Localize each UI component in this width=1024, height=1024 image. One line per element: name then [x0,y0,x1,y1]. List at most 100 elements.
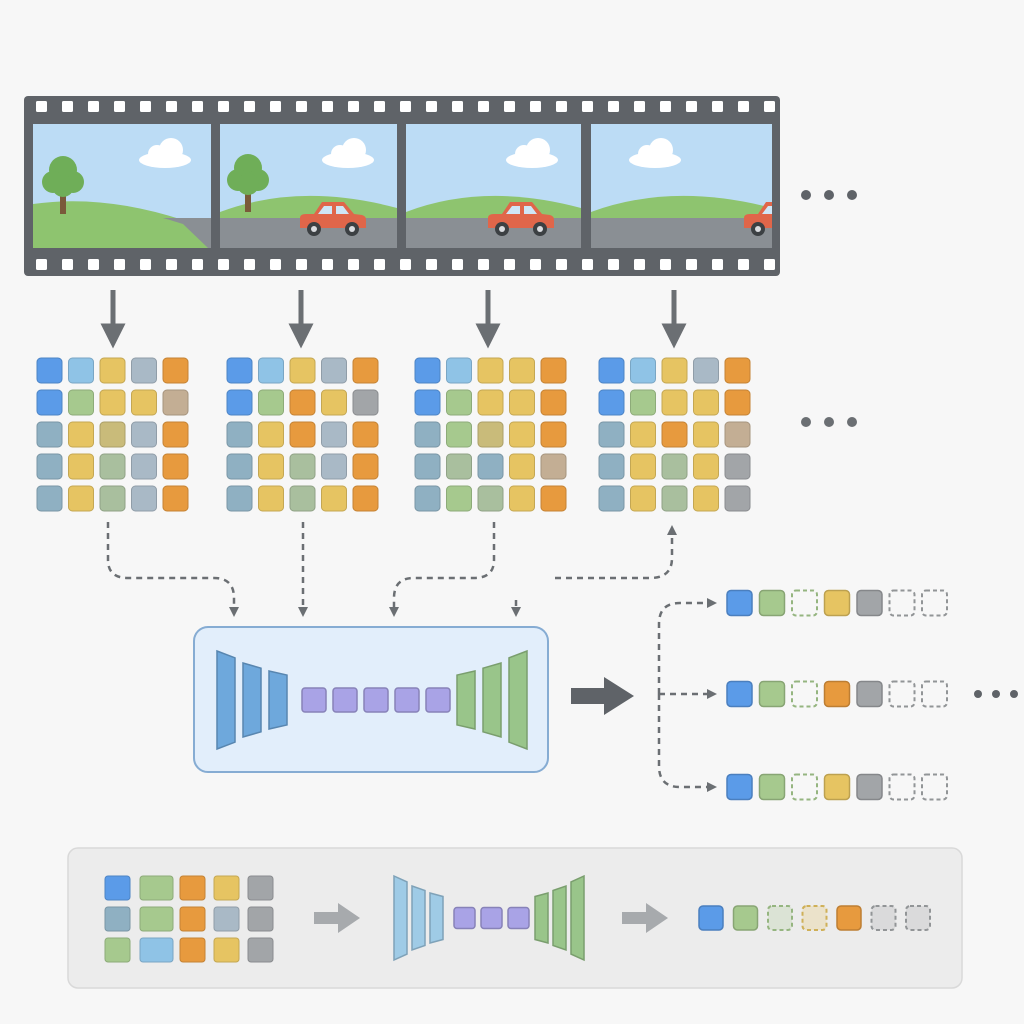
decoder-layer [482,662,502,738]
masked-token [791,773,818,801]
output-token [726,680,753,708]
token-cell [477,421,504,448]
output-token [732,905,759,931]
summary-token-cell [104,937,131,963]
sprocket-hole [140,259,151,270]
output-sequence [726,589,948,617]
token-cell [226,421,253,448]
sprocket-hole [478,101,489,112]
cloud [506,138,558,168]
token-cell [414,357,441,384]
output-token [836,905,862,931]
latent-token [453,906,476,930]
sprocket-hole [140,101,151,112]
cloud [322,138,374,168]
token-cell [289,485,316,512]
summary-token-cell [213,937,240,963]
token-cell [226,389,253,416]
token-cell [258,453,284,480]
token-cell [131,485,157,512]
sprocket-hole [452,259,463,270]
autoencoder-model [193,626,549,773]
token-cell [36,389,63,416]
latent-token [332,687,358,713]
token-cell [540,485,567,512]
token-cell [661,357,688,384]
token-cell [131,357,157,384]
sprocket-hole [36,101,47,112]
token-cell [36,453,63,480]
decoder-layer [552,884,567,952]
output-branch-arrows [657,598,717,792]
token-cell [131,421,157,448]
token-cell [693,485,719,512]
token-cell [226,357,253,384]
road [591,218,772,248]
token-cell [509,421,535,448]
masked-token [870,905,897,931]
car-window [506,206,537,214]
sprocket-hole [686,101,697,112]
token-cell [321,421,347,448]
token-cell [289,453,316,480]
token-cell [99,357,126,384]
token-grids-ellipsis [801,417,857,427]
token-cell [598,421,625,448]
latent-token [394,687,420,713]
latent-token [301,687,327,713]
token-cell [99,453,126,480]
token-cell [226,485,253,512]
decoder-layer [456,670,476,730]
output-token [758,589,786,617]
model-layers [216,649,528,751]
token-cell [661,453,688,480]
film-frame [220,124,397,248]
token-cell [693,453,719,480]
token-cell [131,453,157,480]
token-cell [68,357,94,384]
token-cell [724,485,751,512]
connector-1 [106,522,239,617]
token-cell [661,421,688,448]
sprocket-hole [296,259,307,270]
hill [591,195,772,220]
token-cell [99,421,126,448]
masked-token [801,905,828,931]
encoder-layer [216,649,236,751]
token-cell [352,485,379,512]
token-cell [477,389,504,416]
tokens-to-model-connectors [106,522,677,617]
sprocket-hole [374,101,385,112]
summary-token-cell [247,906,274,932]
token-cell [321,485,347,512]
film-frame [406,124,581,248]
token-cell [36,485,63,512]
sprocket-hole [218,101,229,112]
token-cell [446,357,472,384]
sprocket-hole [192,101,203,112]
summary-token-cell [213,875,240,901]
token-cell [509,453,535,480]
token-cell [68,453,94,480]
token-cell [414,389,441,416]
masked-token [921,589,948,617]
summary-token-cell [179,875,206,901]
sprocket-hole [62,101,73,112]
token-cell [226,453,253,480]
sprocket-hole [270,259,281,270]
sprocket-hole [556,101,567,112]
masked-token [921,773,948,801]
output-token [726,589,753,617]
token-cell [289,389,316,416]
decoder-layer [534,892,549,944]
sprocket-hole [348,259,359,270]
sprocket-hole [426,101,437,112]
connector-4 [555,525,677,580]
sprocket-hole [62,259,73,270]
car-window [318,206,349,214]
masked-token [921,680,948,708]
summary-arrow-1 [314,903,360,933]
token-cell [68,389,94,416]
car-body [744,202,772,228]
